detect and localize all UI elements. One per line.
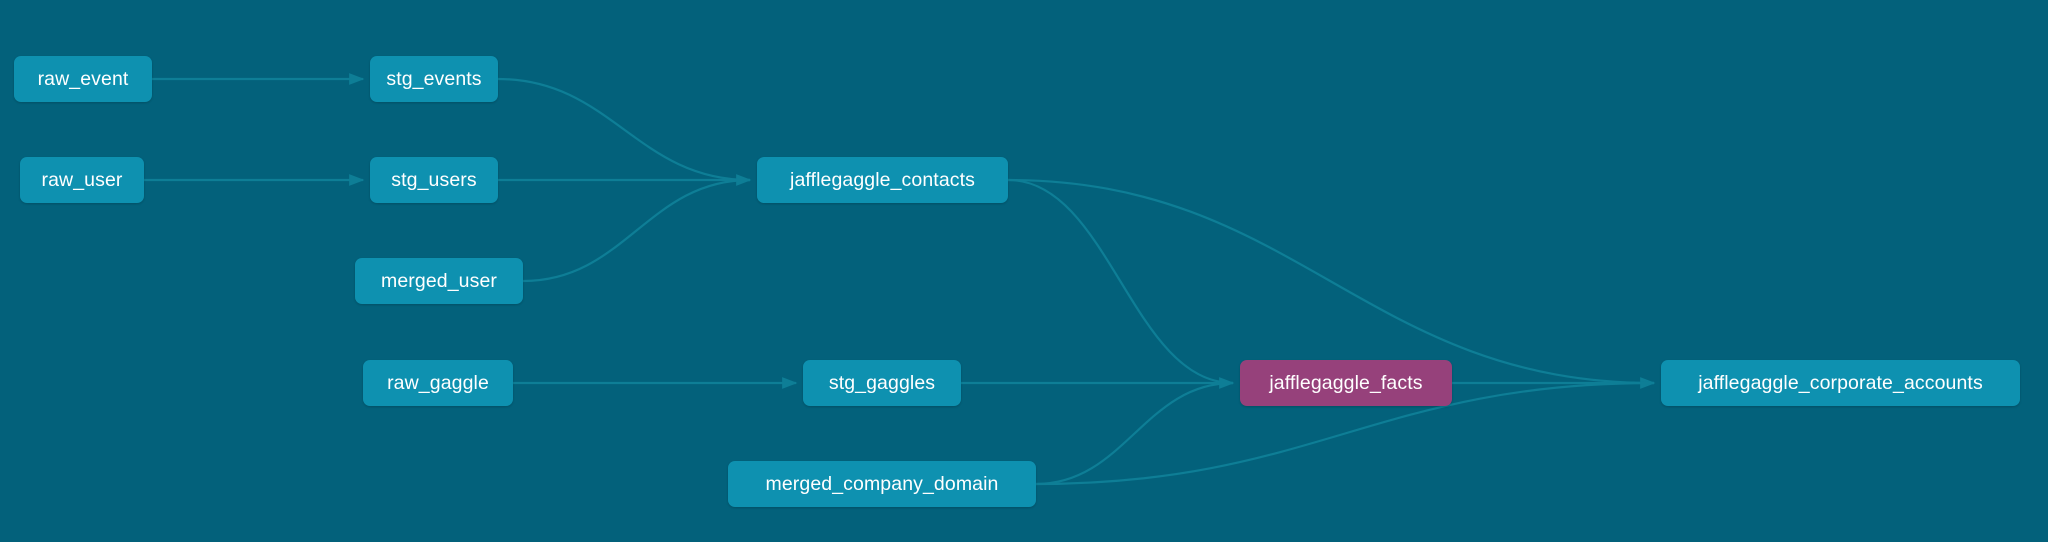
graph-node-merged_user[interactable]: merged_user <box>355 258 523 304</box>
graph-node-jafflegaggle_facts[interactable]: jafflegaggle_facts <box>1240 360 1452 406</box>
graph-edge-stg_events-to-jafflegaggle_contacts <box>497 77 752 186</box>
graph-node-raw_event[interactable]: raw_event <box>14 56 152 102</box>
graph-node-label: jafflegaggle_contacts <box>790 168 975 191</box>
graph-node-label: jafflegaggle_corporate_accounts <box>1698 371 1983 394</box>
graph-edge-jafflegaggle_contacts-to-jafflegaggle_corporate_accounts <box>1007 178 1655 385</box>
graph-node-jafflegaggle_contacts[interactable]: jafflegaggle_contacts <box>757 157 1008 203</box>
graph-node-raw_gaggle[interactable]: raw_gaggle <box>363 360 513 406</box>
graph-node-label: raw_event <box>37 67 129 90</box>
graph-node-stg_gaggles[interactable]: stg_gaggles <box>803 360 961 406</box>
graph-node-label: stg_gaggles <box>828 371 936 394</box>
graph-node-label: merged_company_domain <box>765 472 999 495</box>
graph-edge-merged_user-to-jafflegaggle_contacts <box>522 178 751 283</box>
graph-node-label: stg_users <box>391 168 477 191</box>
graph-node-label: raw_gaggle <box>387 371 489 394</box>
graph-node-label: raw_user <box>41 168 123 191</box>
graph-node-label: merged_user <box>381 269 497 292</box>
graph-node-stg_users[interactable]: stg_users <box>370 157 498 203</box>
graph-node-jafflegaggle_corporate_accounts[interactable]: jafflegaggle_corporate_accounts <box>1661 360 2020 406</box>
graph-node-raw_user[interactable]: raw_user <box>20 157 144 203</box>
graph-node-label: stg_events <box>386 67 482 90</box>
graph-node-label: jafflegaggle_facts <box>1269 371 1423 394</box>
graph-node-merged_company_domain[interactable]: merged_company_domain <box>728 461 1036 507</box>
graph-edge-jafflegaggle_contacts-to-jafflegaggle_facts <box>1007 178 1234 385</box>
graph-edge-merged_company_domain-to-jafflegaggle_facts <box>1035 381 1234 486</box>
graph-node-stg_events[interactable]: stg_events <box>370 56 498 102</box>
